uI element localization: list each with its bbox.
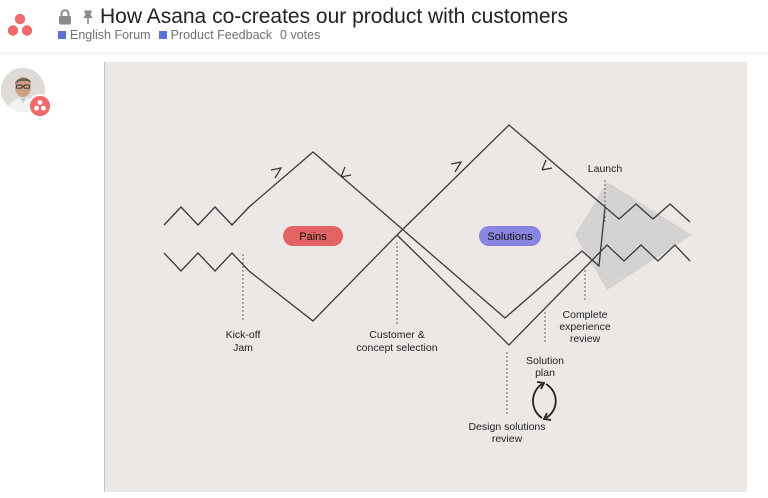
arrow-mark-1 <box>270 167 283 179</box>
topic-meta: English Forum Product Feedback 0 votes <box>58 28 320 42</box>
category-color-swatch <box>158 31 167 39</box>
customer-label-line2: concept selection <box>356 342 437 354</box>
solution-label-line1: Solution <box>526 355 564 367</box>
double-diamond-diagram: Pains Solutions Launch Kick-off Jam Cust… <box>163 124 692 445</box>
upper-path <box>163 151 691 319</box>
lower-path <box>163 234 398 322</box>
category-product-feedback[interactable]: Product Feedback <box>158 28 273 42</box>
category-label: Product Feedback <box>170 28 273 42</box>
kickoff-label-line1: Kick-off <box>226 329 261 341</box>
asana-badge-icon <box>28 94 52 118</box>
topic-header: How Asana co-creates our product with cu… <box>0 0 768 52</box>
vote-count: 0 votes <box>280 28 321 42</box>
pains-label: Pains <box>299 231 327 243</box>
category-color-swatch <box>58 31 66 39</box>
complete-label-line1: Complete <box>563 309 608 321</box>
customer-label-line1: Customer & <box>369 329 424 341</box>
second-diamond-top <box>396 124 606 236</box>
pains-pill <box>283 226 343 246</box>
arrow-mark-2 <box>340 166 352 178</box>
person-avatar-icon <box>1 68 45 112</box>
cycle-arrowhead-right <box>542 412 552 421</box>
launch-label: Launch <box>588 163 623 175</box>
solution-label-line2: plan <box>535 367 555 379</box>
design-label-line2: review <box>492 433 523 445</box>
cycle-arrow-left <box>532 383 543 419</box>
arrow-mark-4 <box>541 159 553 171</box>
pin-icon <box>83 10 93 24</box>
solutions-label: Solutions <box>487 231 533 243</box>
arrow-mark-3 <box>450 161 463 173</box>
lock-icon <box>59 9 71 25</box>
cycle-arrowhead-left <box>536 381 546 390</box>
solutions-pill <box>479 226 541 246</box>
post-image[interactable]: Pains Solutions Launch Kick-off Jam Cust… <box>104 62 747 492</box>
topic-title[interactable]: How Asana co-creates our product with cu… <box>100 5 569 28</box>
title-row: How Asana co-creates our product with cu… <box>58 4 568 30</box>
category-label: English Forum <box>70 28 151 42</box>
asana-logo-icon[interactable] <box>6 12 34 38</box>
avatar[interactable] <box>1 68 45 112</box>
design-label-line1: Design solutions <box>468 421 545 433</box>
second-diamond-bottom <box>396 234 691 346</box>
category-english-forum[interactable]: English Forum <box>58 28 151 42</box>
complete-label-line3: review <box>570 333 601 345</box>
kickoff-label-line2: Jam <box>233 342 253 354</box>
cycle-arrow-right <box>545 383 557 419</box>
complete-label-line2: experience <box>559 321 611 333</box>
